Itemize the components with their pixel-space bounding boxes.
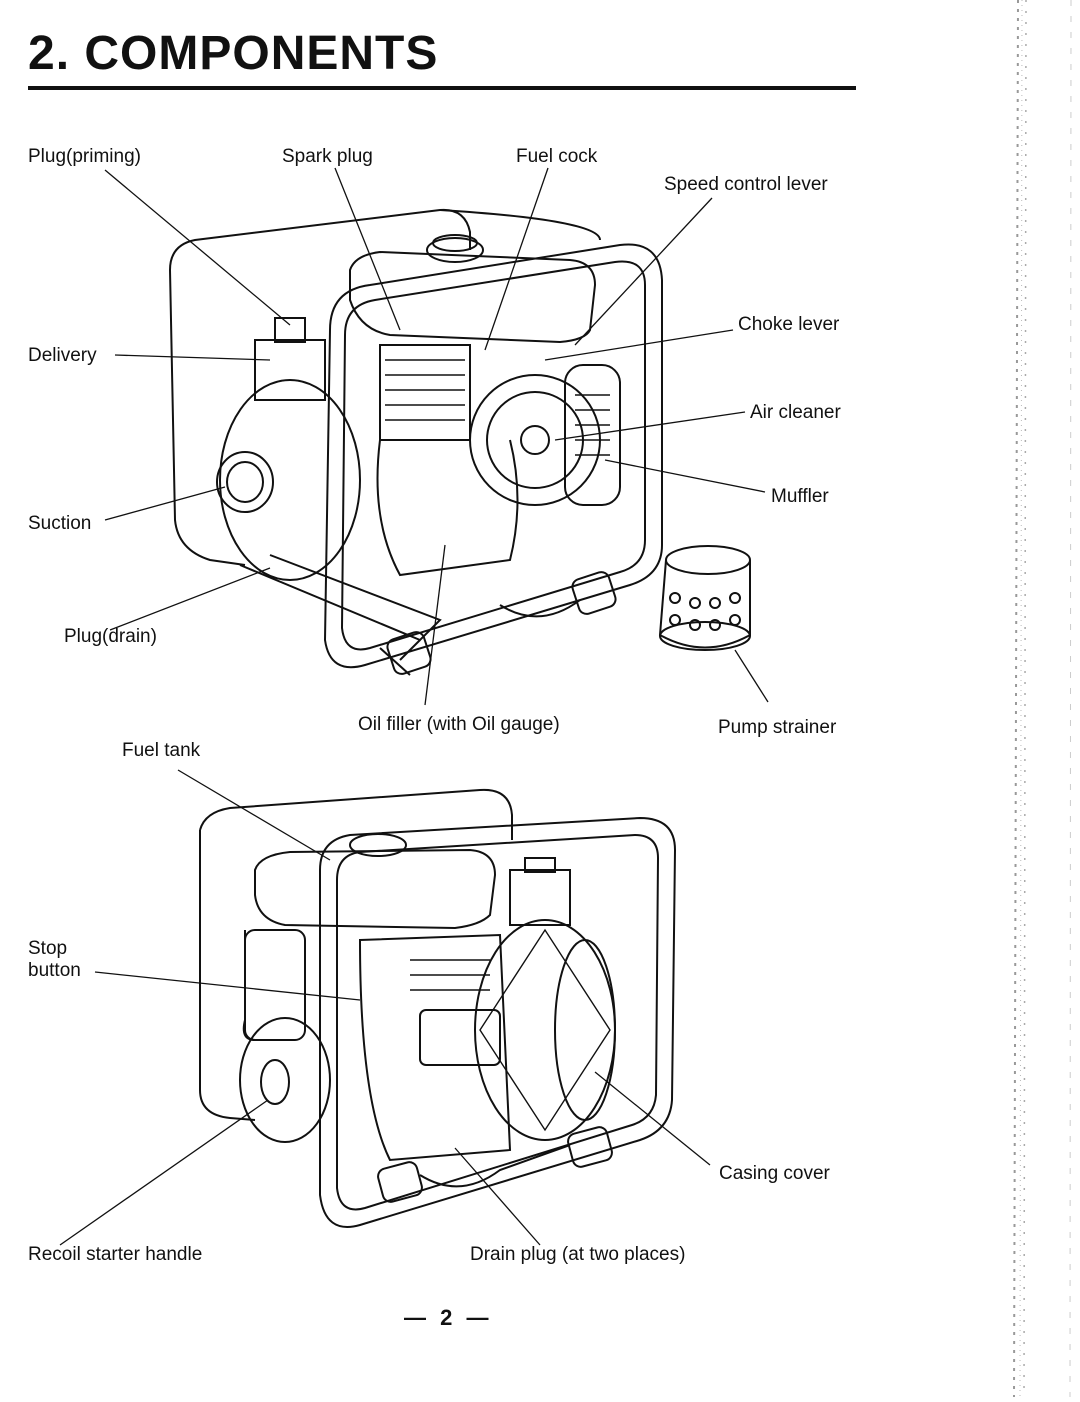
label-muffler: Muffler	[771, 486, 829, 507]
label-recoil-starter-handle: Recoil starter handle	[28, 1244, 203, 1265]
label-fuel-cock: Fuel cock	[516, 146, 598, 167]
title-rule	[28, 86, 856, 90]
scan-edge-noise	[930, 0, 1080, 1398]
label-stop-button-line2: button	[28, 960, 81, 981]
label-pump-strainer: Pump strainer	[718, 717, 837, 738]
label-choke-lever: Choke lever	[738, 314, 840, 335]
label-drain-plug: Drain plug (at two places)	[470, 1244, 686, 1265]
label-stop-button-line1: Stop	[28, 938, 68, 959]
label-delivery: Delivery	[28, 345, 97, 366]
label-plug-priming: Plug(priming)	[28, 146, 141, 167]
label-casing-cover: Casing cover	[719, 1163, 830, 1184]
label-speed-control-lever: Speed control lever	[664, 174, 828, 195]
label-spark-plug: Spark plug	[282, 146, 373, 167]
page-number: — 2 —	[404, 1305, 493, 1330]
label-fuel-tank: Fuel tank	[122, 740, 201, 761]
label-plug-drain: Plug(drain)	[64, 626, 157, 647]
page-title: 2. COMPONENTS	[28, 27, 439, 80]
label-air-cleaner: Air cleaner	[750, 402, 841, 423]
label-suction: Suction	[28, 513, 92, 534]
label-oil-filler: Oil filler (with Oil gauge)	[358, 714, 560, 735]
